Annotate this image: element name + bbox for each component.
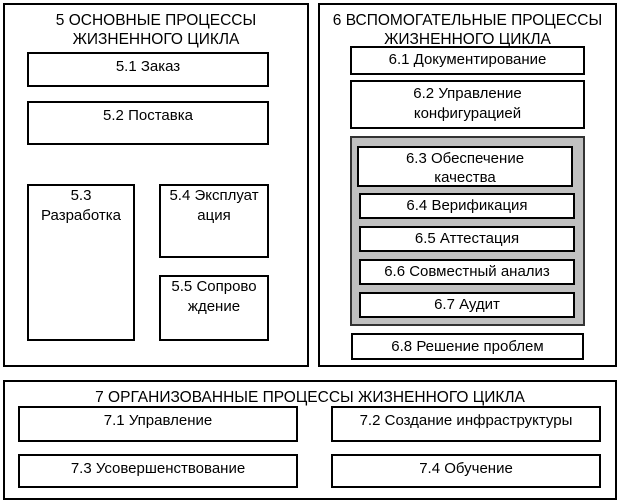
process-box: 5.1 Заказ <box>27 52 269 87</box>
process-box: 6.7 Аудит <box>359 292 575 318</box>
process-box: 7.4 Обучение <box>331 454 601 488</box>
process-box: 5.3 Разработка <box>27 184 135 341</box>
process-box: 6.4 Верификация <box>359 193 575 219</box>
process-box: 7.2 Создание инфраструктуры <box>331 406 601 442</box>
process-box: 5.2 Поставка <box>27 101 269 145</box>
process-box: 7.3 Усовершенствование <box>18 454 298 488</box>
group-title: 7 ОРГАНИЗОВАННЫЕ ПРОЦЕССЫ ЖИЗНЕННОГО ЦИК… <box>95 389 525 406</box>
group-title: 5 ОСНОВНЫЕ ПРОЦЕССЫ ЖИЗНЕННОГО ЦИКЛА <box>55 12 257 48</box>
process-box: 5.5 Сопровождение <box>159 275 269 341</box>
process-box: 6.8 Решение проблем <box>351 333 584 360</box>
group-title: 6 ВСПОМОГАТЕЛЬНЫЕ ПРОЦЕССЫ ЖИЗНЕННОГО ЦИ… <box>332 12 603 48</box>
process-box: 5.4 Эксплуатация <box>159 184 269 258</box>
process-box: 7.1 Управление <box>18 406 298 442</box>
process-box: 6.2 Управление конфигурацией <box>350 80 585 129</box>
process-box: 6.1 Документирование <box>350 46 585 75</box>
process-box: 6.3 Обеспечение качества <box>357 146 573 187</box>
process-box: 6.5 Аттестация <box>359 226 575 252</box>
process-box: 6.6 Совместный анализ <box>359 259 575 285</box>
